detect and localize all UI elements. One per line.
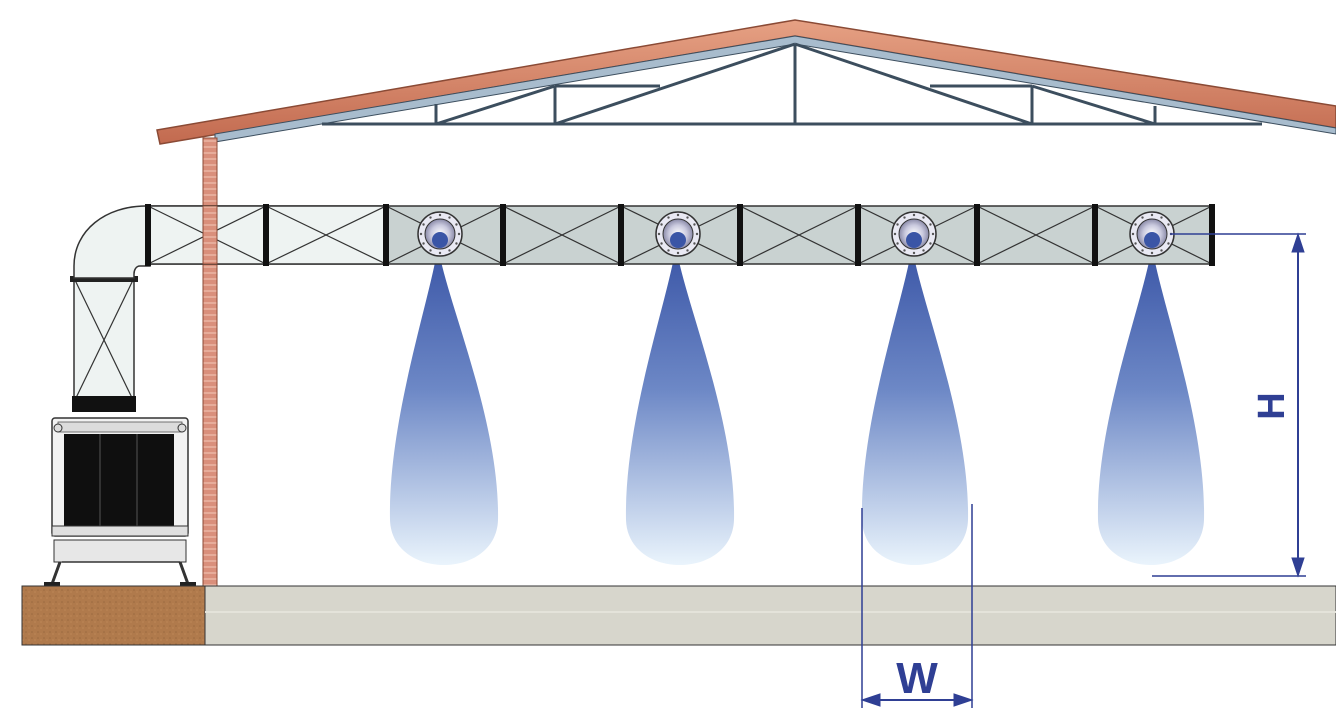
outdoor-soil: [21, 585, 206, 646]
outlet-nozzle: [891, 211, 937, 257]
ground: [21, 585, 1336, 646]
air-jet-2: [625, 246, 735, 565]
duct-system: [70, 204, 1215, 412]
duct-flange: [383, 204, 389, 266]
duct-section-brace: [739, 205, 859, 265]
outlet-nozzles: [417, 211, 1175, 257]
air-jet-3: [861, 246, 969, 565]
duct-section-brace: [265, 205, 387, 265]
indoor-floor-slab: [204, 585, 1336, 646]
duct-flange: [1092, 204, 1098, 266]
roof: [156, 19, 1336, 145]
width-label: W: [896, 654, 938, 703]
duct-flange: [1209, 204, 1215, 266]
duct-section-brace: [976, 205, 1096, 265]
air-jets: [389, 246, 1205, 565]
outlet-nozzle: [1129, 211, 1175, 257]
duct-flange: [974, 204, 980, 266]
width-dimension: [860, 504, 974, 708]
cooling-pad: [64, 434, 174, 526]
duct-flange: [263, 204, 269, 266]
duct-flange: [500, 204, 506, 266]
evaporative-cooler-unit: [44, 417, 196, 586]
duct-elbow: [73, 205, 151, 279]
height-label: H: [1251, 392, 1293, 419]
air-jet-4: [1097, 246, 1205, 565]
duct-flange: [618, 204, 624, 266]
roof-tiles: [156, 19, 1336, 145]
duct-section-brace: [502, 205, 622, 265]
outlet-nozzle: [417, 211, 463, 257]
duct-flange: [855, 204, 861, 266]
duct-flange: [737, 204, 743, 266]
air-jet-1: [389, 246, 499, 565]
outlet-nozzle: [655, 211, 701, 257]
height-dimension: [1152, 232, 1306, 578]
duct-flange: [145, 204, 151, 266]
roof-truss: [322, 42, 1262, 126]
